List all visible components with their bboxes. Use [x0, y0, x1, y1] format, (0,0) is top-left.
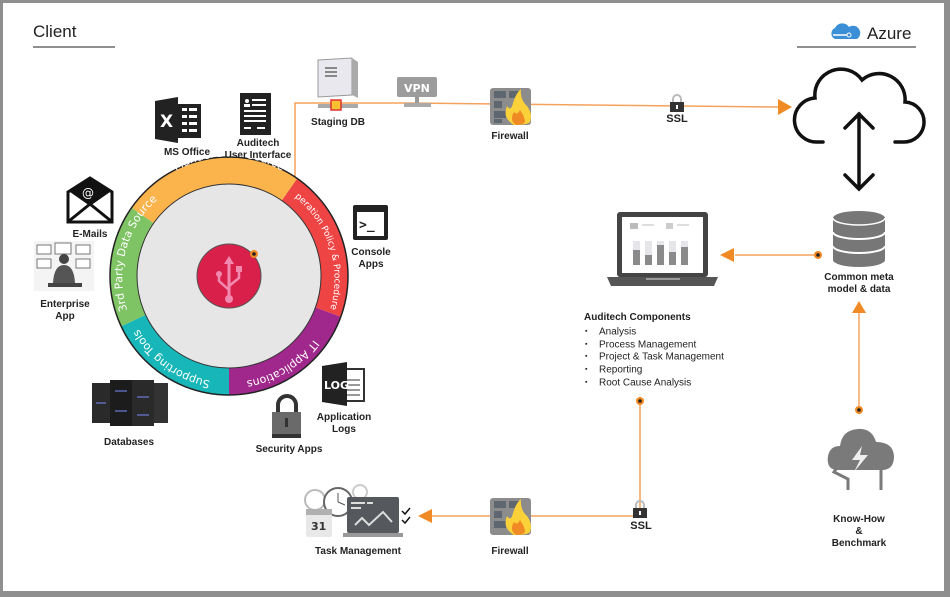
arrow-to-cloud — [778, 99, 792, 115]
firewall-bottom-label: Firewall — [491, 546, 529, 557]
ssl-lock-icon — [670, 94, 684, 112]
vpn-monitor-icon: VPN — [397, 77, 437, 107]
component-item: Process Management — [585, 339, 724, 352]
component-item: Reporting — [585, 364, 724, 377]
arrow-to-task — [418, 509, 432, 523]
firewall-icon — [490, 498, 531, 535]
components-list: Analysis Process Management Project & Ta… — [585, 326, 724, 389]
svg-text:X: X — [160, 112, 173, 132]
svg-text:>_: >_ — [359, 218, 375, 233]
task-management-label: Task Management — [315, 546, 401, 557]
ms-office-label: MS Office — [163, 147, 211, 158]
laptop-dashboard-icon — [607, 212, 718, 286]
enterprise-app-icon — [34, 241, 94, 291]
arrow-to-laptop — [720, 248, 734, 262]
component-item: Analysis — [585, 326, 724, 339]
padlock-icon — [272, 394, 301, 438]
azure-section-title: Azure — [867, 24, 912, 43]
svg-text:VPN: VPN — [404, 82, 430, 95]
client-section-title: Client — [33, 22, 77, 41]
svg-text:LOG: LOG — [324, 379, 349, 392]
staging-db-label: Staging DB — [311, 117, 365, 128]
svg-text:31: 31 — [311, 520, 326, 533]
server-rack-icon — [92, 380, 168, 426]
ring-segment — [121, 314, 229, 395]
firewall-icon — [490, 88, 531, 125]
component-item: Project & Task Management — [585, 351, 724, 364]
log-file-icon: LOG — [322, 362, 365, 406]
connector-components-to-task — [432, 401, 641, 517]
ring-segment — [109, 207, 154, 327]
knowhow-head-icon — [827, 428, 894, 490]
server-icon — [317, 57, 358, 111]
ssl-bottom-label: SSL — [630, 520, 652, 532]
ring-segment — [131, 157, 298, 224]
data-source-ring — [109, 157, 349, 395]
console-icon: >_ — [353, 205, 388, 240]
usb-icon — [216, 256, 242, 303]
firewall-top-label: Firewall — [491, 131, 529, 142]
azure-cloud-icon — [831, 23, 861, 39]
knowhow-label: Know-How&Benchmark — [831, 514, 887, 549]
databases-label: Databases — [103, 437, 155, 448]
arrow-to-db — [852, 301, 866, 313]
components-title: Auditech Components — [584, 312, 691, 323]
ssl-top-label: SSL — [666, 113, 688, 125]
component-item: Root Cause Analysis — [585, 377, 724, 390]
ring-outer-border — [109, 156, 349, 396]
task-management-icon: 31 — [304, 484, 411, 537]
cloud-sync-icon — [792, 67, 926, 192]
emails-label: E-Mails — [72, 229, 108, 240]
azure-underline — [797, 46, 916, 48]
ring-segment — [229, 307, 341, 395]
document-user-icon — [240, 93, 271, 135]
security-apps-label: Security Apps — [255, 444, 323, 455]
database-icon — [832, 211, 886, 267]
ring-segment — [281, 178, 349, 317]
client-underline — [33, 46, 115, 48]
ssl-lock-icon — [633, 500, 647, 518]
email-icon: @ — [66, 176, 114, 224]
svg-text:@: @ — [82, 186, 94, 200]
excel-icon: X — [155, 97, 201, 143]
connector-staging-to-cloud — [409, 102, 779, 108]
